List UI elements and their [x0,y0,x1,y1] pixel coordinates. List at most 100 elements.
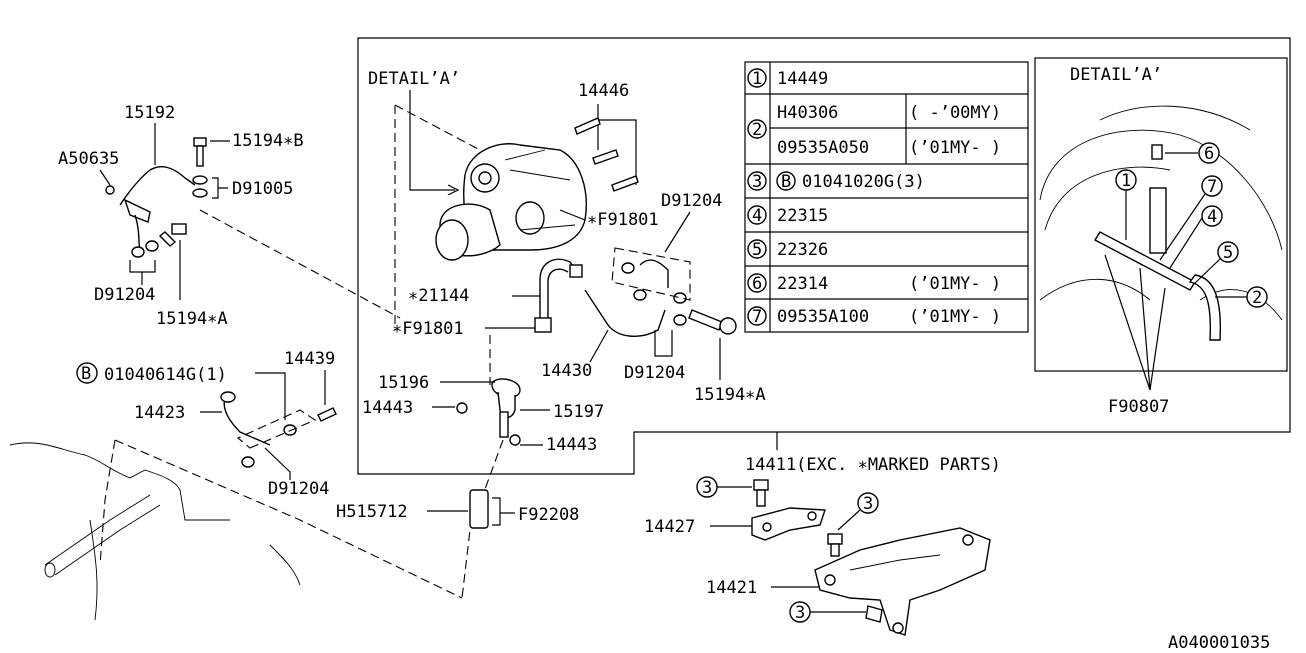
bracket-14427-hole-2 [807,511,817,521]
table-num: 6 [752,274,762,294]
inset-ref-6-text: 6 [1204,144,1214,164]
label-15194b: 15194∗B [232,131,304,151]
label-d91204-low: D91204 [268,479,329,499]
leader-14430 [589,329,609,363]
table-note: (’01MY- ) [909,274,1001,294]
bolt-ref3b-head [827,533,843,545]
washer-left-2 [145,240,159,252]
bolt-shank-15194a-left [158,231,177,247]
stud-2 [592,149,619,165]
inset-ref-4 [1201,205,1223,227]
engine-pipe-end [44,562,56,578]
inset-leader-5 [1193,258,1221,285]
ref-3c-text: 3 [795,603,805,623]
hose-h515712 [469,489,489,529]
dash-engine-link-2 [99,439,116,566]
label-detail-a-inset: DETAIL’A’ [1070,65,1162,85]
pipe-14423-end [220,391,236,403]
inset-ref-1-text: 1 [1121,171,1131,191]
turbo-inlet-inner [478,171,492,185]
bracket-14427 [751,507,826,541]
engine-pipe-1 [44,494,151,566]
label-14443-left: 14443 [362,398,413,418]
bolt-ref3a-shank [756,489,766,507]
table-num: 4 [752,206,762,226]
table-part: 22314 [777,274,828,294]
table-part: 22315 [777,206,828,226]
table-b-letter: B [781,172,791,192]
hose-clamp-bottom [534,317,552,333]
engine-outline-top [9,442,230,521]
label-15194a-right: 15194∗A [694,385,766,405]
label-14446: 14446 [578,81,629,101]
label-f90807: F90807 [1108,397,1169,417]
bolt-ref3b-shank [830,543,840,557]
label-f92208: F92208 [518,505,579,525]
table-part: 22326 [777,240,828,260]
bolt-14443-right [509,434,521,446]
table-num: 2 [752,120,762,140]
label-21144: ∗21144 [408,286,469,306]
oil-return-pipe [584,289,666,337]
bracket-14427-hole-1 [762,522,772,532]
inset-ref-5 [1217,241,1239,263]
bolt-head-15194b [193,137,207,147]
table-num-circle [747,205,767,225]
label-14430: 14430 [541,361,592,381]
label-f91801-top: ∗F91801 [587,210,659,230]
washer-mid-2 [673,292,687,304]
table-num-circle [747,239,767,259]
bolt-ref3a-head [753,479,769,491]
label-15196: 15196 [378,373,429,393]
leader-f91801-top [559,209,586,221]
bracket-14421-hole-2 [962,534,974,546]
label-d91204-mid: D91204 [624,363,685,383]
table-part: 09535A050 [777,138,869,158]
bolt-a50635 [105,185,115,195]
table-part: 09535A100 [777,307,869,327]
table-num-circle [747,306,767,326]
label-14443-right: 14443 [546,435,597,455]
bolt-14443-left [456,402,468,414]
bolt-ref3c [865,605,883,623]
table-num-circle [747,68,767,88]
arrow-head-detail-a [447,184,460,196]
table-note: (’01MY- ) [909,307,1001,327]
label-h515712: H515712 [336,502,408,522]
dash-box-14423 [236,409,317,449]
oil-return-hose-inner [547,268,569,325]
washer-mid-1 [621,262,635,274]
label-14421: 14421 [706,578,757,598]
dash-drop-2 [461,439,504,599]
table-note: (’01MY- ) [909,138,1001,158]
bolt-head-15194a-right [719,317,737,335]
pipe-lower [134,214,141,251]
leader-a50635 [99,169,111,186]
arrow-detail-a [409,90,455,191]
inset-pipe-bend [1188,274,1222,341]
label-detail-a-main: DETAIL’A’ [368,69,460,89]
washer-left-1 [131,246,145,258]
label-01040614g: 01040614G(1) [104,365,227,385]
bracket-d91005 [212,177,228,199]
turbo-outlet-mouth [435,219,469,261]
inset-curve-1 [1039,129,1283,251]
leader-01040614g [255,372,286,420]
table-num: 1 [752,69,762,89]
pipe-bracket [123,198,151,223]
diagram-id: A040001035 [1168,633,1270,653]
ref-3b-text: 3 [863,494,873,514]
table-num-circle [747,171,767,191]
bolt-shank-15194b [196,145,204,167]
inset-leader-4 [1169,217,1203,269]
label-15197: 15197 [553,402,604,422]
washer-d91005-1 [192,175,208,185]
detail-frame [357,37,1291,475]
washer-14423-1 [283,424,297,436]
table-num: 3 [752,172,762,192]
table-num: 5 [752,240,762,260]
engine-curve-2 [269,544,301,586]
inset-curve-4 [1039,278,1151,301]
circle-b-left [76,362,98,384]
label-15194a-left: 15194∗A [156,309,228,329]
